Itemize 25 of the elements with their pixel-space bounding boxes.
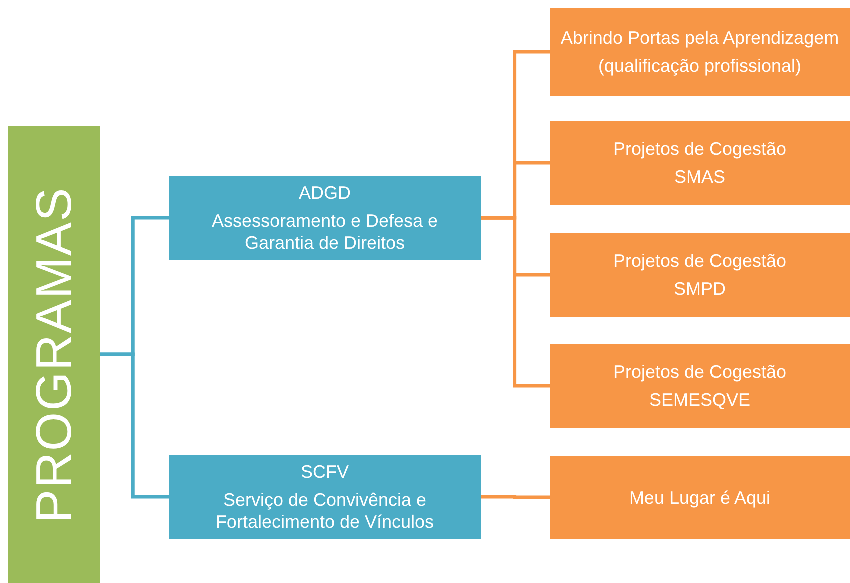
program-box (169, 455, 481, 539)
box-heading: Projetos de Cogestão (613, 250, 787, 272)
box-text: SEMESQVE (649, 389, 751, 411)
box-heading: Abrindo Portas pela Aprendizagem (560, 27, 840, 49)
box-heading: Projetos de Cogestão (613, 361, 787, 383)
program-box (550, 344, 850, 428)
connector-line (100, 352, 169, 499)
connector-line (481, 216, 550, 388)
box-heading: SCFV (300, 461, 349, 483)
box-heading: Projetos de Cogestão (613, 138, 787, 160)
program-box (550, 233, 850, 317)
box-text: (qualificação profissional) (598, 55, 802, 77)
program-bar (8, 126, 100, 583)
box-text: SMAS (674, 166, 726, 188)
box-heading: ADGD (298, 182, 351, 204)
program-box (550, 121, 850, 205)
program-box (169, 176, 481, 260)
connector-line (481, 495, 550, 500)
box-heading: Meu Lugar é Aqui (629, 486, 771, 508)
program-box (550, 8, 850, 96)
vertical-title: PROGRAMAS (29, 186, 79, 523)
box-text: Serviço de Convivência e Fortalecimento de Vínculos (214, 489, 436, 533)
box-text: Assessoramento e Defesa e Garantia de Direitos (210, 210, 440, 254)
program-box (550, 456, 850, 539)
box-text: SMPD (674, 278, 726, 300)
